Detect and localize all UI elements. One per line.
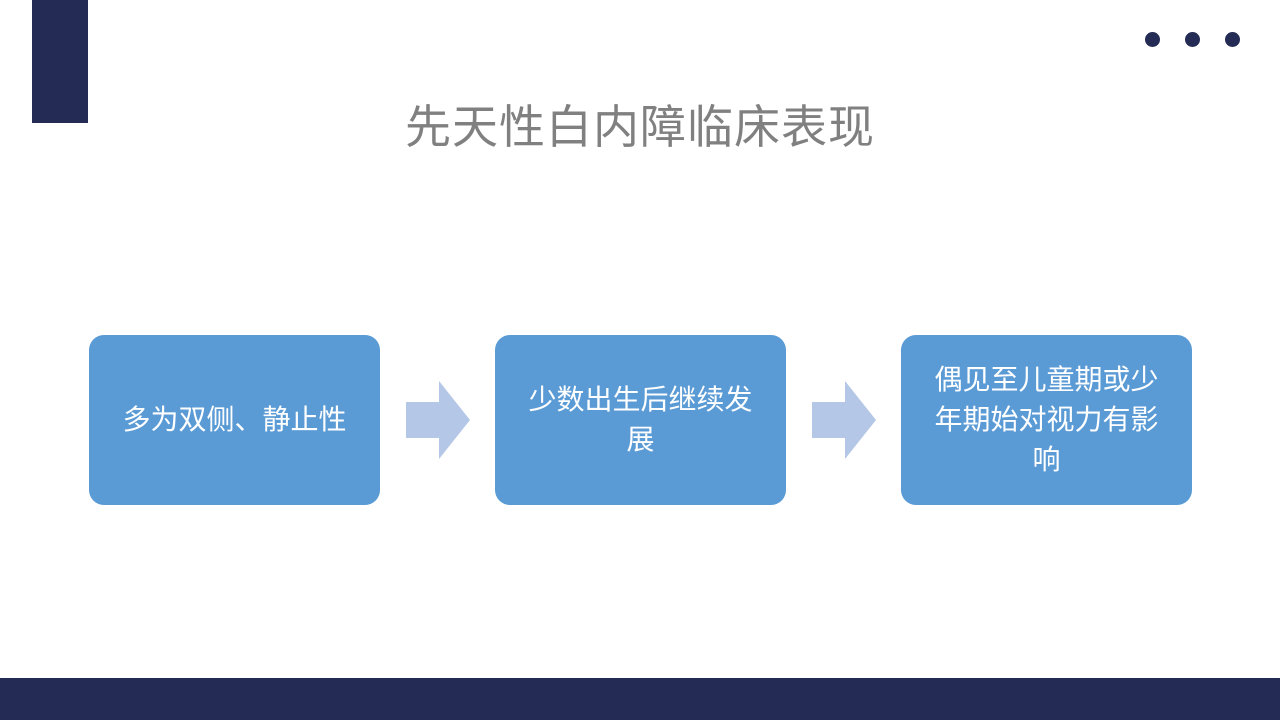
flow-step-1-label: 多为双侧、静止性	[122, 404, 347, 435]
decorative-dot-3	[1225, 32, 1240, 47]
flow-step-2-label: 少数出生后继续发展	[528, 384, 753, 455]
right-arrow-icon	[811, 381, 876, 459]
flow-step-1[interactable]: 多为双侧、静止性	[89, 335, 380, 505]
flow-step-2[interactable]: 少数出生后继续发展	[495, 335, 786, 505]
flow-step-3[interactable]: 偶见至儿童期或少年期始对视力有影响	[901, 335, 1192, 505]
right-arrow-icon	[405, 381, 470, 459]
decorative-dot-2	[1185, 32, 1200, 47]
decorative-corner-block	[32, 0, 88, 123]
decorative-dots-group	[1145, 32, 1240, 47]
decorative-bottom-bar	[0, 678, 1280, 720]
process-flow-diagram: 多为双侧、静止性 少数出生后继续发展 偶见至儿童期或少年期始对视力有影响	[89, 335, 1192, 505]
flow-step-3-label: 偶见至儿童期或少年期始对视力有影响	[934, 364, 1159, 475]
page-title: 先天性白内障临床表现	[405, 100, 875, 153]
decorative-dot-1	[1145, 32, 1160, 47]
